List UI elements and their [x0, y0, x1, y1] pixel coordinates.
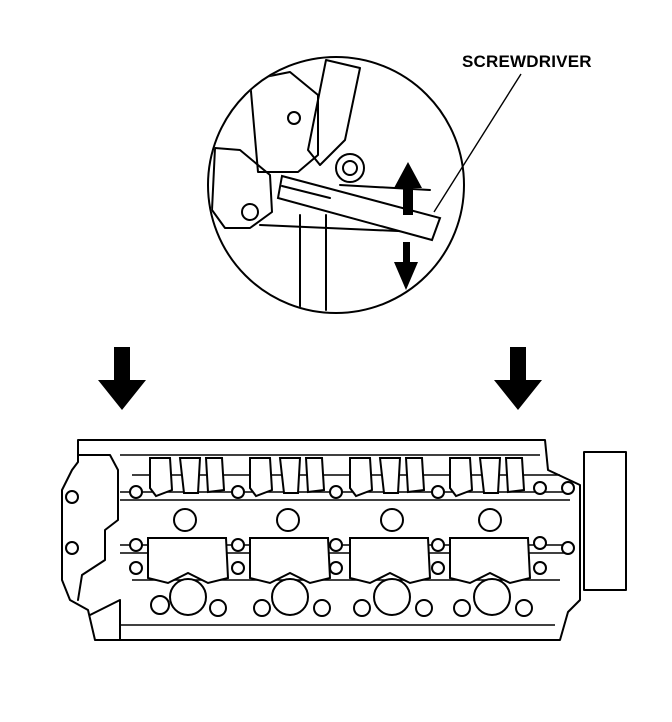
cam-bearing-row — [173, 508, 502, 532]
shaft-block — [211, 147, 273, 229]
down-arrow-icon — [98, 347, 542, 410]
left-down-arrow — [98, 347, 146, 410]
detail-view — [207, 56, 522, 314]
shaft-hole — [241, 203, 259, 221]
upper-rocker-row — [149, 457, 526, 498]
rocker-hole — [287, 111, 301, 125]
head-bolts — [65, 481, 575, 575]
rocker-arm — [249, 71, 319, 173]
up-down-arrow-icon — [394, 162, 422, 290]
right-down-arrow — [494, 347, 542, 410]
lock-nut — [335, 153, 365, 183]
end-bracket — [77, 454, 119, 601]
screwdriver-label: SCREWDRIVER — [462, 52, 592, 71]
cylinder-head — [61, 439, 627, 641]
cam-sprocket — [583, 451, 627, 591]
valve-spring-row — [150, 578, 533, 617]
valve-stem — [299, 214, 327, 311]
housing-edge — [259, 184, 431, 233]
lower-rocker-row — [147, 537, 532, 585]
adjuster-arm — [307, 59, 361, 166]
rocker-shafts — [120, 491, 570, 554]
screwdriver-shaft — [276, 174, 442, 242]
callout-leader-line — [433, 73, 522, 213]
detail-circle — [207, 56, 465, 314]
